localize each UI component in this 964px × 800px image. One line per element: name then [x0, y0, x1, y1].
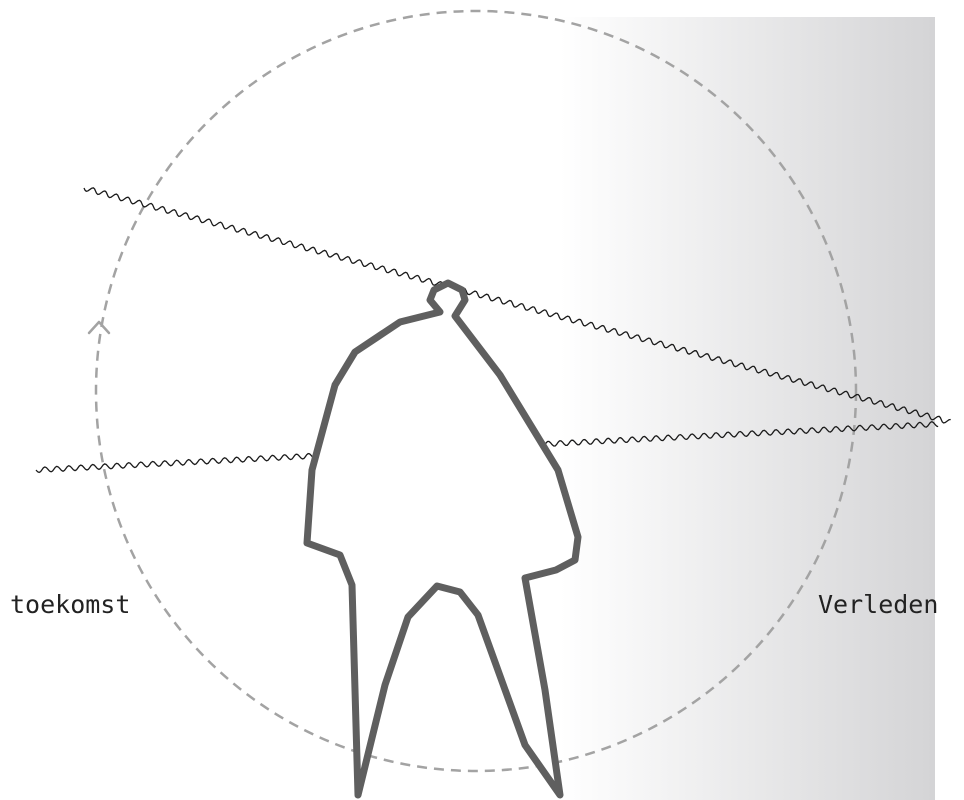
person-silhouette-icon: [307, 283, 578, 795]
past-label: Verleden: [818, 592, 938, 617]
future-label: toekomst: [10, 592, 130, 617]
arrowhead-up-icon: [89, 322, 109, 333]
past-gradient-panel: [560, 17, 935, 800]
